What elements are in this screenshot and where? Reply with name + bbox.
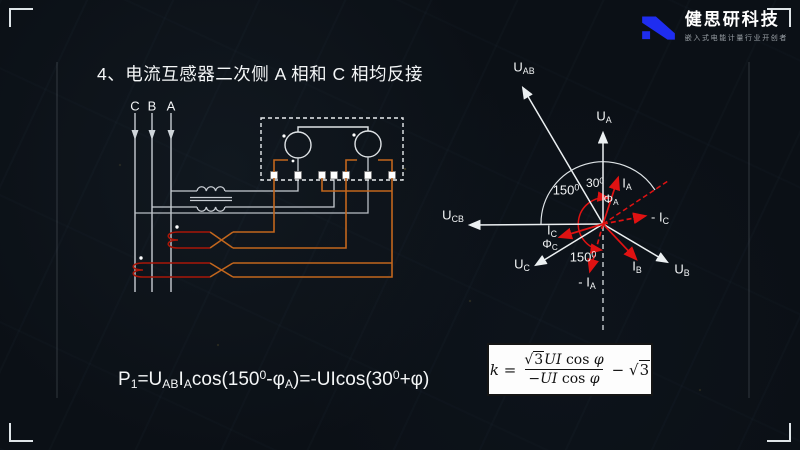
logo-company-name: 健思研科技 [684, 10, 780, 29]
vector-minus-i-c [602, 212, 648, 225]
phase-label-a: A [166, 98, 176, 114]
phase-label-b: B [147, 98, 157, 114]
phasor-label-i-a: IA [622, 175, 632, 192]
company-logo: 健思研科技 嵌入式电能计量行业开创者 [639, 10, 788, 43]
vector-i-b [602, 223, 638, 261]
frame-side-lines [56, 62, 750, 398]
pt-transformer-icon [152, 179, 335, 212]
meter-terminals [270, 171, 396, 180]
angle-arc-white [540, 161, 656, 225]
polarity-dots [139, 133, 356, 260]
k-fraction: √3UI cos φ −UI cos φ [521, 350, 606, 387]
meter-element-coils [284, 126, 382, 171]
phasor-label-150-bottom: 1500 [569, 249, 597, 265]
voltage-wire-c [135, 179, 369, 214]
vector-u-ab [521, 86, 604, 225]
phase-label-c: C [130, 98, 140, 114]
k-lhs: k = [489, 360, 517, 379]
phasor-label-150-top: 1500 [552, 182, 580, 198]
phasor-label-u-cb: UCB [442, 207, 464, 224]
vector-i-c [557, 223, 604, 240]
phasor-label-minus-i-c: - IC [651, 209, 669, 226]
k-numerator: √3UI cos φ [524, 350, 604, 368]
phasor-label-30: 300 [586, 176, 604, 190]
phasor-label-u-c: UC [514, 256, 530, 273]
phase-arrowheads [131, 130, 175, 140]
k-denominator: −UI cos φ [525, 369, 603, 387]
phasor-label-phi-a: ΦA [603, 191, 619, 208]
phasor-label-i-c: IC [546, 222, 558, 239]
power-formulas: P1=UABIAcos(1500-φA)=-UIcos(300+φ) P2=UC… [118, 313, 435, 450]
logo-tagline: 嵌入式电能计量行业开创者 [684, 35, 788, 42]
phasor-label-phi-c: ΦC [542, 236, 558, 253]
logo-icon [641, 16, 675, 40]
phasor-label-u-b: UB [674, 261, 690, 278]
formula-p1: P1=UABIAcos(1500-φA)=-UIcos(300+φ) [118, 368, 430, 392]
vector-u-b [602, 223, 669, 264]
k-tail: − √3 [611, 359, 651, 379]
vector-i-a [602, 175, 620, 225]
phasor-label-minus-i-a: - IA [578, 274, 596, 291]
k-factor-formula-box: k = √3UI cos φ −UI cos φ − √3 [487, 343, 653, 396]
ct-secondary-coils-red [132, 231, 210, 278]
slide-title: 4、电流互感器二次侧 A 相和 C 相均反接 [97, 64, 424, 84]
phasor-label-i-b: IB [632, 258, 642, 275]
phasor-label-u-a: UA [596, 108, 612, 125]
vector-minus-i-a [587, 223, 604, 274]
phasor-label-u-ab: UAB [513, 59, 535, 76]
vector-u-c [534, 223, 604, 267]
angle-arc-red [577, 191, 611, 254]
current-wires-orange [209, 159, 393, 278]
circuit-diagram [131, 113, 404, 292]
vector-u-cb [467, 219, 604, 231]
meter-dashed-box [260, 117, 404, 181]
uc-extension-dashed [602, 180, 669, 225]
phasor-diagram [467, 86, 669, 333]
frame-corner-marks [9, 8, 791, 442]
